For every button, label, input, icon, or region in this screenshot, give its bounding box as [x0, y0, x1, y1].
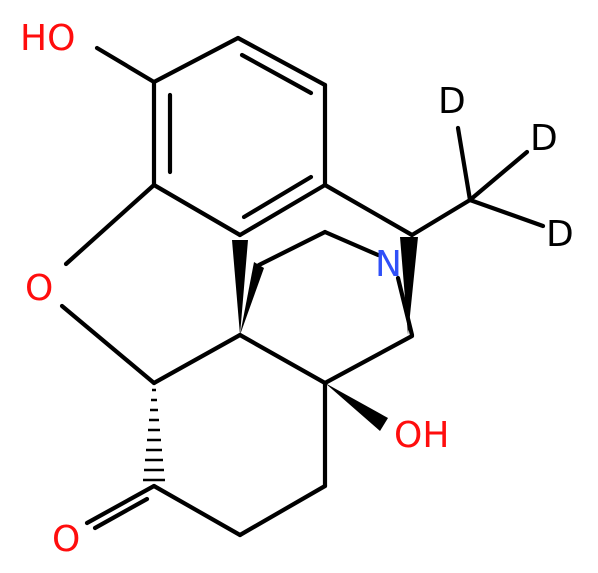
label-o-ketone: O	[52, 519, 80, 560]
label-o-ring: O	[25, 268, 53, 309]
bond-ar1	[151, 35, 241, 85]
bond-bridge-1	[256, 229, 328, 268]
bond-c9-cd3	[409, 197, 473, 238]
bond-cd3-d1	[455, 125, 473, 203]
bond-o-c5	[59, 303, 157, 386]
bond-c15-c16	[237, 483, 328, 538]
bond-c10-c14	[322, 333, 415, 386]
bond-cd3-d3	[467, 197, 546, 229]
bond-c-oh-top	[94, 45, 157, 85]
bond-ar2-inner	[239, 52, 314, 96]
bond-ar5	[151, 182, 243, 238]
label-d2: D	[530, 118, 558, 159]
bond-ar2	[235, 35, 328, 88]
label-d3: D	[546, 214, 574, 255]
bond-bridge-n	[322, 229, 381, 258]
bond-ar-c9	[322, 182, 415, 238]
label-d1: D	[438, 81, 466, 122]
wedge-c14-oh	[325, 383, 388, 431]
hash-c5-c6	[143, 388, 165, 482]
aromatic-ring	[151, 35, 328, 238]
bond-cd3-d2	[467, 149, 530, 203]
bond-ar4-inner	[241, 174, 314, 220]
bond-c13-c14	[237, 332, 328, 386]
bond-n-c9	[395, 275, 415, 338]
bond-c16-c6	[151, 483, 243, 538]
bond-c5-c13	[151, 332, 243, 386]
wedge-c13-bridge	[240, 262, 264, 335]
label-n: N	[375, 244, 402, 285]
bond-c-o-ring	[63, 182, 157, 267]
bond-ar4	[237, 182, 328, 238]
label-oh-mid: OH	[394, 415, 449, 456]
wedge-c13-ar	[232, 240, 248, 335]
bond-co-1	[84, 483, 157, 526]
wedge-c9-c10	[400, 237, 418, 335]
bond-co-2	[92, 496, 150, 531]
label-oh-top: HO	[20, 18, 75, 59]
